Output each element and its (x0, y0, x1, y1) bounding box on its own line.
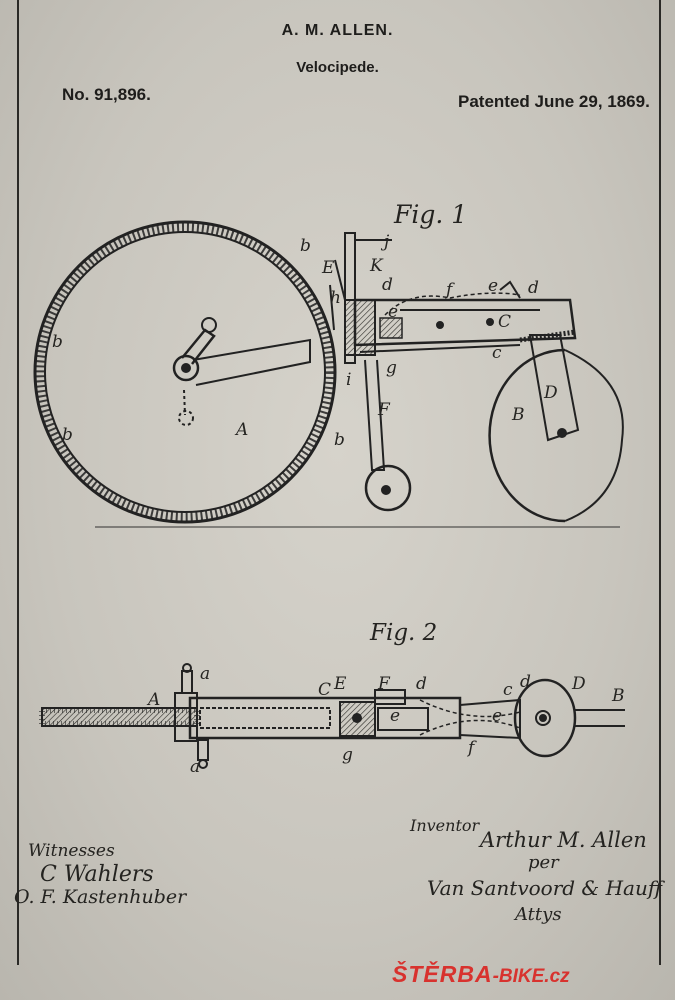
label-b-fig2: B (612, 686, 625, 706)
inventor-label: Inventor (410, 816, 480, 835)
patent-number: No. 91,896. (62, 85, 151, 104)
label-d-fig1-left: d (382, 275, 393, 295)
label-b-bottom: b (334, 430, 345, 450)
label-g-fig2: g (342, 745, 353, 765)
witness-signature-2: O. F. Kastenhuber (14, 886, 187, 908)
left-border-line (17, 0, 19, 965)
label-c-fig2: C (318, 680, 332, 700)
label-i: i (346, 370, 352, 390)
label-a-bottom: a (190, 757, 201, 777)
fig-1-drawing (33, 220, 624, 528)
label-a-fig2: A (148, 690, 161, 710)
label-f-lever: F (378, 400, 390, 420)
label-b-left: b (52, 332, 63, 352)
attorney-label: Attys (515, 904, 562, 925)
label-d-fig2-right: d (520, 672, 531, 692)
right-border-line (659, 0, 661, 965)
watermark-domain: -BIKE.cz (492, 966, 570, 987)
label-d-fig1-right: d (528, 278, 539, 298)
front-wheel-a (33, 220, 337, 524)
label-a-wheel: A (236, 420, 249, 440)
fig-2-drawing (39, 663, 625, 769)
label-c-frame: C (498, 312, 512, 332)
lever-f (364, 359, 412, 512)
witness-signature-1: C Wahlers (40, 862, 154, 887)
label-b-top: b (300, 236, 311, 256)
label-a-top: a (200, 664, 211, 684)
label-b-rear: B (512, 405, 525, 425)
per-label: per (528, 852, 559, 873)
fig-1-label: Fig. 1 (394, 200, 468, 229)
label-e-fig2-right: e (492, 706, 503, 726)
watermark-brand: ŠTĚRBA (392, 961, 493, 987)
label-c-lower: c (492, 343, 502, 363)
rear-wheel-b (488, 334, 624, 523)
label-g-fig1: g (386, 358, 397, 378)
label-j: j (384, 232, 390, 252)
label-e-fig1-right: e (488, 276, 499, 296)
label-b-bottom-left: b (62, 425, 73, 445)
label-f-fig2-lower: f (468, 738, 475, 758)
crank (172, 317, 217, 426)
attorney-signature: Van Santvoord & Hauff (427, 876, 662, 900)
inventor-signature: Arthur M. Allen (480, 828, 647, 852)
label-e-upper: E (322, 258, 335, 278)
inventor-header: A. M. ALLEN. (281, 22, 394, 39)
fig-2-label: Fig. 2 (370, 620, 438, 646)
label-f-fig2: F (378, 674, 390, 694)
label-d-upper-fig2: D (572, 674, 586, 694)
label-d-fig2: d (416, 674, 427, 694)
label-e-fig2: E (334, 674, 347, 694)
patent-title: Velocipede. (296, 59, 379, 76)
label-d-rear: D (544, 383, 558, 403)
label-k: K (370, 256, 383, 276)
label-f-seat: f (446, 280, 453, 300)
label-e-fig2-mid: e (390, 706, 401, 726)
post-e (329, 232, 392, 364)
patent-date: Patented June 29, 1869. (458, 92, 650, 111)
label-h: h (330, 288, 341, 308)
site-watermark: ŠTĚRBA-BIKE.cz (392, 961, 570, 988)
label-e-fig1-left: e (388, 302, 399, 322)
label-c-fig2-right: c (503, 680, 513, 700)
frame-c (353, 298, 577, 353)
witnesses-label: Witnesses (28, 841, 115, 861)
